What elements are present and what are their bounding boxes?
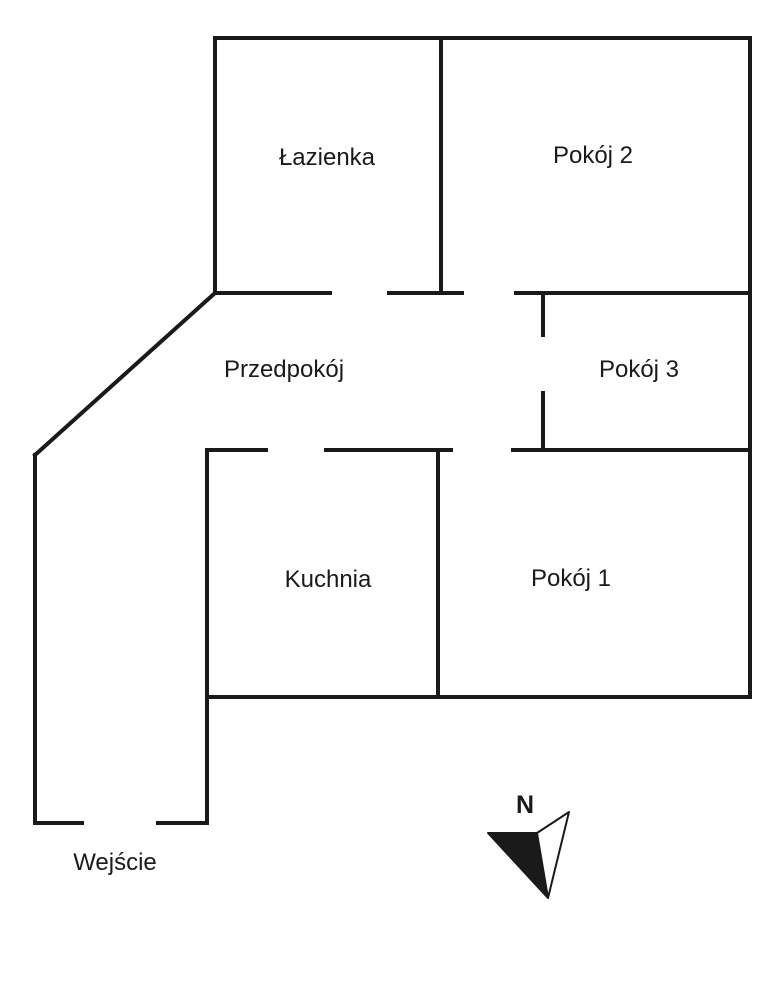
room-label-wejscie: Wejście (73, 849, 157, 876)
room-label-pokoj2: Pokój 2 (553, 142, 633, 169)
room-label-lazienka: Łazienka (279, 144, 376, 171)
room-label-przedpokoj: Przedpokój (224, 356, 344, 383)
walls (32, 36, 752, 825)
wall-diagonal (32, 290, 218, 458)
compass-letter: N (516, 791, 534, 819)
room-label-pokoj1: Pokój 1 (531, 565, 611, 592)
north-arrow-light-half (536, 811, 570, 899)
north-arrow-icon: N (487, 791, 570, 899)
room-label-kuchnia: Kuchnia (285, 566, 372, 593)
room-labels: Łazienka Pokój 2 Przedpokój Pokój 3 Kuch… (73, 142, 679, 876)
room-label-pokoj3: Pokój 3 (599, 356, 679, 383)
